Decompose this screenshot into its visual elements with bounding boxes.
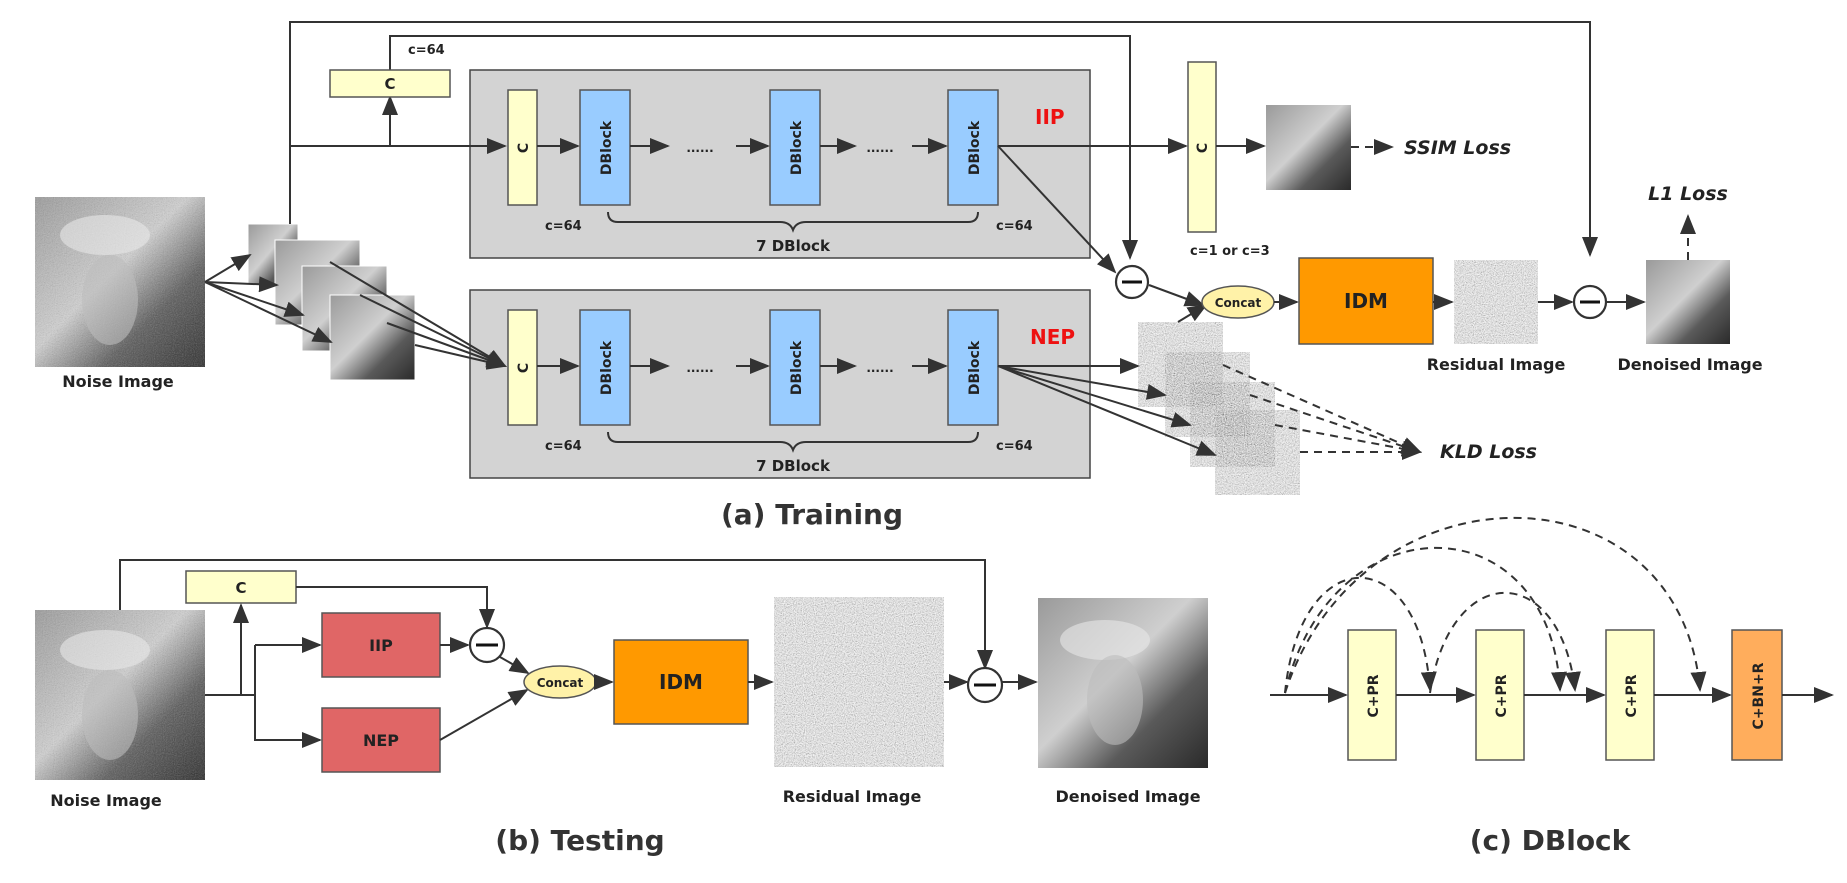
residual-image-training: [1454, 260, 1538, 344]
iip-conv-label: C: [516, 143, 532, 153]
nep-conv-box: [507, 309, 538, 426]
dblock-cpr-2: [1475, 629, 1525, 761]
iip-testing-label: IIP: [369, 636, 393, 655]
nep-title: NEP: [1030, 325, 1075, 349]
conv-skip-label: C: [384, 75, 395, 93]
iip-dblock-2: [769, 89, 821, 206]
conv-testing-label: C: [235, 579, 246, 597]
nep-c64-right: c=64: [996, 439, 1033, 454]
nep-dots-2: ......: [866, 361, 893, 375]
residual-training-label: Residual Image: [1427, 355, 1566, 374]
idm-testing-label: IDM: [659, 670, 703, 694]
dblock-cbnr: [1731, 629, 1783, 761]
dblock-cbnr-label: C+BN+R: [1751, 662, 1767, 729]
iip-dblock-1-label: DBlock: [599, 120, 615, 175]
nep-dblock-3: [947, 309, 999, 426]
patch-stack: [247, 223, 416, 381]
iip-conv-box: [507, 89, 538, 206]
training-caption: (a) Training: [721, 498, 903, 531]
nep-dblock-1: [579, 309, 631, 426]
dblock-cpr-3-label: C+PR: [1624, 674, 1640, 717]
iip-dblock-1: [579, 89, 631, 206]
conv-box-skip: [329, 69, 451, 98]
iip-dblock-3-label: DBlock: [967, 120, 983, 175]
nep-dblock-2-label: DBlock: [789, 340, 805, 395]
iip-dots-2: ......: [866, 141, 893, 155]
dblock-caption: (c) DBlock: [1470, 824, 1632, 857]
dblock-cpr-2-label: C+PR: [1494, 674, 1510, 717]
nep-dblock-1-label: DBlock: [599, 340, 615, 395]
nep-dblock-2: [769, 309, 821, 426]
minus-circle-icon: [966, 666, 1004, 704]
minus-circle-icon: [468, 626, 506, 664]
idm-box-training: [1298, 257, 1434, 345]
c-out-label: c=1 or c=3: [1190, 244, 1270, 259]
ssim-output-image: [1266, 105, 1351, 190]
nep-box-testing: [321, 707, 441, 773]
nep-dots-1: ......: [686, 361, 713, 375]
residual-image-testing: [774, 597, 944, 767]
ssim-loss-label: SSIM Loss: [1404, 137, 1511, 159]
noise-image-label: Noise Image: [62, 372, 174, 391]
iip-out-conv-label: C: [1195, 143, 1211, 153]
nep-c64-left: c=64: [545, 439, 582, 454]
denoised-testing-label: Denoised Image: [1055, 787, 1200, 806]
idm-training-label: IDM: [1344, 289, 1388, 313]
noise-image-training: [35, 197, 205, 367]
iip-dots-1: ......: [686, 141, 713, 155]
iip-dblock-2-label: DBlock: [789, 120, 805, 175]
iip-title: IIP: [1035, 105, 1065, 129]
concat-testing-label: Concat: [537, 676, 584, 690]
kld-loss-label: KLD Loss: [1440, 441, 1537, 463]
minus-circle-icon: [1114, 264, 1150, 300]
denoised-image-training: [1646, 260, 1730, 344]
noise-image-testing: [35, 610, 205, 780]
noise-map-stack: [1138, 322, 1300, 495]
dblock-cpr-1-label: C+PR: [1366, 674, 1382, 717]
idm-box-testing: [613, 639, 749, 725]
denoised-training-label: Denoised Image: [1617, 355, 1762, 374]
c64-skip-label: c=64: [408, 43, 445, 58]
nep-testing-label: NEP: [363, 731, 399, 750]
iip-brace: [607, 211, 979, 233]
residual-testing-label: Residual Image: [783, 787, 922, 806]
denoised-image-testing: [1038, 598, 1208, 768]
noise-image-testing-label: Noise Image: [50, 791, 162, 810]
nep-brace-label: 7 DBlock: [756, 457, 831, 475]
nep-brace: [607, 431, 979, 453]
testing-caption: (b) Testing: [495, 824, 664, 857]
nep-dblock-3-label: DBlock: [967, 340, 983, 395]
iip-dblock-3: [947, 89, 999, 206]
l1-loss-label: L1 Loss: [1648, 183, 1728, 205]
iip-c64-right: c=64: [996, 219, 1033, 234]
minus-circle-icon: [1572, 284, 1608, 320]
nep-conv-label: C: [516, 363, 532, 373]
conv-box-testing: [185, 570, 297, 604]
iip-brace-label: 7 DBlock: [756, 237, 831, 255]
iip-c64-left: c=64: [545, 219, 582, 234]
concat-training-label: Concat: [1215, 296, 1262, 310]
